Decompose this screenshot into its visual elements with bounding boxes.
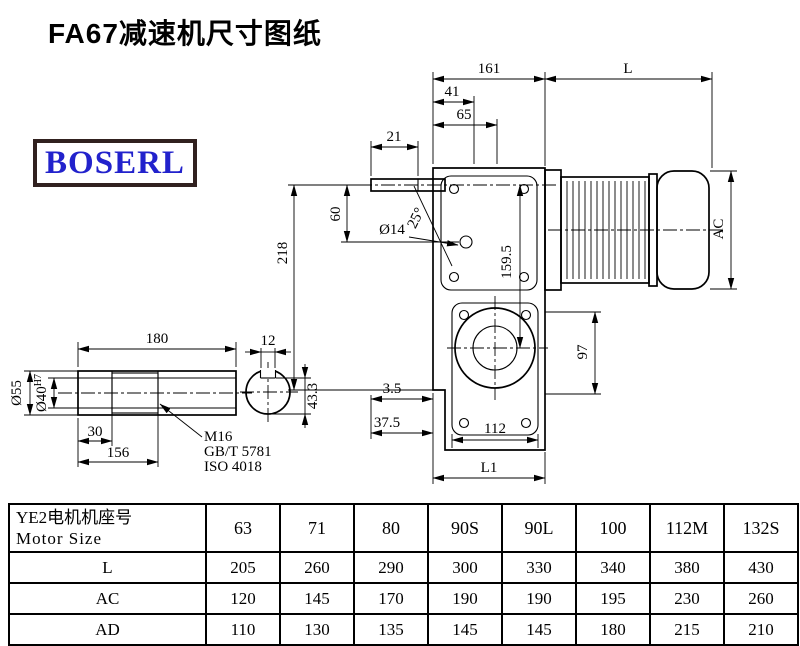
dimension-value: 210 xyxy=(723,613,799,646)
dimension-value: 195 xyxy=(575,582,651,615)
dimension-value: 330 xyxy=(501,551,577,584)
dim-37-5-label: 37.5 xyxy=(374,415,400,431)
frame-size-header: 132S xyxy=(723,503,799,553)
motor xyxy=(544,169,710,291)
shaft-detail-dimensions: 180 Ø55 Ø40H7 30 156 M16 GB/T 5781 ISO 4… xyxy=(9,331,272,475)
shaft-section-view xyxy=(240,362,298,424)
note-iso: ISO 4018 xyxy=(204,459,262,475)
dimension-value: 170 xyxy=(353,582,429,615)
table-header-motor-size: YE2电机机座号 Motor Size xyxy=(8,503,207,553)
boserl-logo: BOSERL xyxy=(33,139,197,187)
dim-218-label: 218 xyxy=(275,242,291,265)
main-dimension-labels: 161 L 41 65 21 60 218 Ø14 25° 159.5 AC 9… xyxy=(275,61,727,476)
motor-size-label-cn: YE2电机机座号 xyxy=(16,508,133,527)
dim-30-label: 30 xyxy=(88,424,103,440)
fan-cowl xyxy=(656,170,710,290)
frame-size-header: 63 xyxy=(205,503,281,553)
dim-159-5-label: 159.5 xyxy=(499,245,515,279)
dimension-value: 145 xyxy=(279,582,355,615)
dim-phi55-label: Ø55 xyxy=(9,380,25,406)
dimension-value: 180 xyxy=(575,613,651,646)
dimension-value: 380 xyxy=(649,551,725,584)
dim-43-3-label: 43.3 xyxy=(305,383,321,409)
section-dimensions: 12 43.3 xyxy=(245,333,321,428)
row-label: AC xyxy=(8,582,207,615)
dimension-value: 290 xyxy=(353,551,429,584)
dim-phi14-label: Ø14 xyxy=(379,222,405,238)
dim-3-5-label: 3.5 xyxy=(383,381,402,397)
dimension-value: 190 xyxy=(501,582,577,615)
dim-60-label: 60 xyxy=(328,207,344,222)
dim-65-label: 65 xyxy=(457,107,472,123)
dimension-value: 145 xyxy=(427,613,503,646)
shaft-detail xyxy=(58,370,252,416)
dimension-value: 120 xyxy=(205,582,281,615)
dimension-value: 260 xyxy=(279,551,355,584)
dim-12-label: 12 xyxy=(261,333,276,349)
row-label: L xyxy=(8,551,207,584)
technical-drawing: 161 L 41 65 21 60 218 Ø14 25° 159.5 AC 9… xyxy=(9,61,737,484)
dimension-value: 110 xyxy=(205,613,281,646)
note-gbt: GB/T 5781 xyxy=(204,444,272,460)
frame-size-header: 71 xyxy=(279,503,355,553)
dim-41-label: 41 xyxy=(445,84,460,100)
dim-L-label: L xyxy=(623,61,632,77)
frame-size-header: 80 xyxy=(353,503,429,553)
dim-L1-label: L1 xyxy=(481,460,498,476)
boserl-logo-text: BOSERL xyxy=(45,144,185,181)
dimension-value: 300 xyxy=(427,551,503,584)
dimension-value: 145 xyxy=(501,613,577,646)
dimension-value: 205 xyxy=(205,551,281,584)
dimension-value: 135 xyxy=(353,613,429,646)
motor-cooling-fins xyxy=(566,181,646,279)
frame-size-header: 90S xyxy=(427,503,503,553)
dim-97-label: 97 xyxy=(575,344,591,360)
motor-size-label-en: Motor Size xyxy=(16,529,103,548)
dimension-value: 230 xyxy=(649,582,725,615)
input-shaft xyxy=(370,178,446,192)
dimension-value: 215 xyxy=(649,613,725,646)
frame-size-header: 100 xyxy=(575,503,651,553)
dim-21-label: 21 xyxy=(387,129,402,145)
dimension-value: 130 xyxy=(279,613,355,646)
note-m16: M16 xyxy=(204,429,233,445)
dim-112-label: 112 xyxy=(484,421,506,437)
row-label: AD xyxy=(8,613,207,646)
dim-180-label: 180 xyxy=(146,331,169,347)
dim-phi40H7-label: Ø40H7 xyxy=(33,374,50,412)
dimension-value: 430 xyxy=(723,551,799,584)
page-title: FA67减速机尺寸图纸 xyxy=(48,18,322,49)
frame-size-header: 90L xyxy=(501,503,577,553)
dimension-value: 190 xyxy=(427,582,503,615)
frame-size-header: 112M xyxy=(649,503,725,553)
gear-housing xyxy=(413,167,546,451)
dimension-value: 340 xyxy=(575,551,651,584)
dimension-value: 260 xyxy=(723,582,799,615)
dim-161-label: 161 xyxy=(478,61,501,77)
dim-156-label: 156 xyxy=(107,445,130,461)
main-dimensions xyxy=(288,72,737,484)
dim-AC-label: AC xyxy=(711,219,727,240)
